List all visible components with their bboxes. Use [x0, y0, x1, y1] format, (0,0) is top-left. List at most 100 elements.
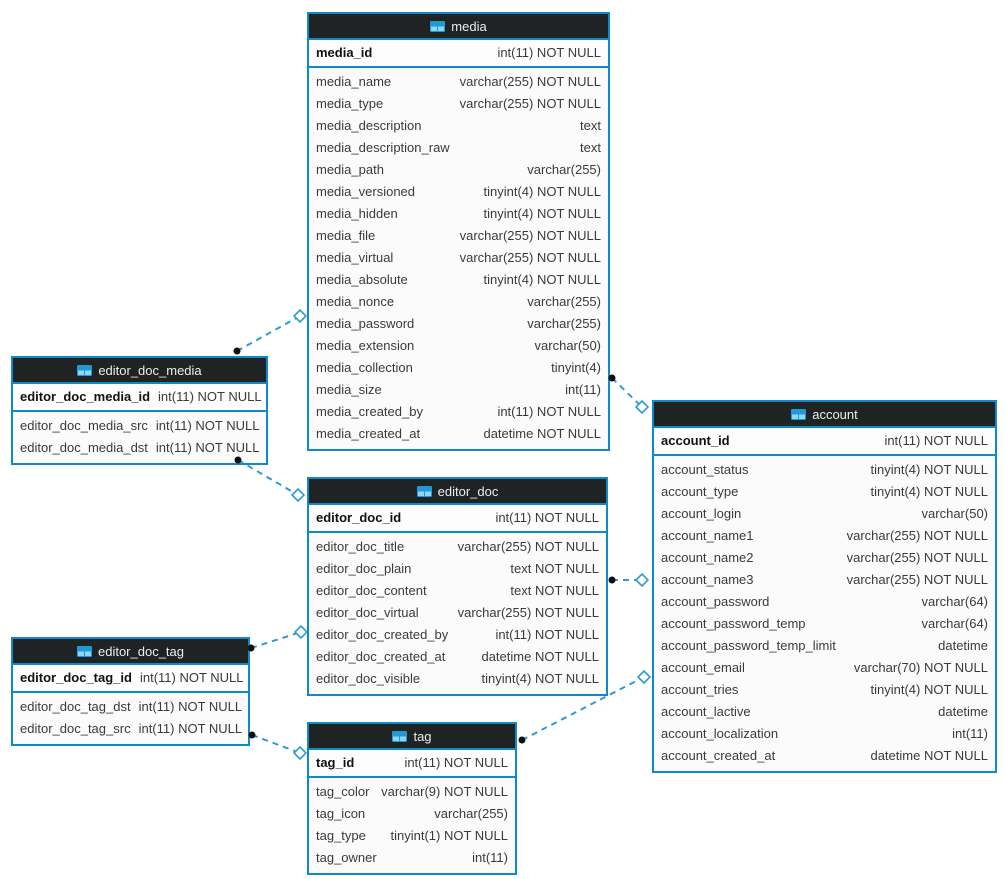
column-type: datetime NOT NULL: [870, 748, 988, 763]
column-type: varchar(50): [921, 506, 988, 521]
column-name: account_password: [661, 594, 770, 609]
table-header[interactable]: tag: [309, 724, 515, 750]
column-type: tinyint(4) NOT NULL: [870, 462, 988, 477]
table-header[interactable]: editor_doc_tag: [13, 639, 248, 665]
table-icon: [791, 408, 807, 420]
table-header[interactable]: account: [654, 402, 995, 428]
column-name: editor_doc_tag_dst: [20, 699, 131, 714]
relationship-editor_doc_media-media[interactable]: [233, 308, 308, 355]
diamond-endpoint-icon: [292, 308, 308, 324]
column-name: account_id: [661, 433, 730, 448]
diamond-endpoint-icon: [634, 572, 650, 588]
column-row: media_virtual varchar(255) NOT NULL: [309, 247, 608, 269]
column-type: int(11) NOT NULL: [155, 418, 260, 433]
column-type: tinyint(4) NOT NULL: [870, 682, 988, 697]
table-editor_doc_tag[interactable]: editor_doc_tag editor_doc_tag_id int(11) N…: [11, 637, 250, 746]
column-name: editor_doc_media_dst: [20, 440, 148, 455]
table-icon: [430, 20, 446, 32]
column-row: editor_doc_created_at datetime NOT NULL: [309, 646, 606, 668]
table-title: editor_doc_tag: [97, 643, 184, 659]
column-type: varchar(9) NOT NULL: [381, 784, 508, 799]
column-name: account_password_temp_limit: [661, 638, 836, 653]
column-type: int(11) NOT NULL: [138, 721, 243, 736]
primary-key-section: account_id int(11) NOT NULL: [654, 428, 995, 456]
column-type: int(11): [472, 850, 508, 865]
relationship-editor_doc_tag-tag[interactable]: [248, 731, 308, 761]
column-type: datetime NOT NULL: [481, 649, 599, 664]
column-name: media_hidden: [316, 206, 398, 221]
column-row: account_created_at datetime NOT NULL: [654, 745, 995, 767]
diamond-endpoint-icon: [636, 669, 652, 685]
column-name: editor_doc_tag_id: [20, 670, 132, 685]
column-name: media_virtual: [316, 250, 394, 265]
column-name: media_created_at: [316, 426, 421, 441]
column-type: datetime NOT NULL: [483, 426, 601, 441]
column-type: varchar(255): [527, 316, 601, 331]
column-name: editor_doc_id: [316, 510, 402, 525]
column-name: account_email: [661, 660, 745, 675]
column-name: account_password_temp: [661, 616, 806, 631]
table-title: tag: [413, 728, 432, 744]
relationship-editor_doc-account[interactable]: [608, 572, 650, 588]
column-name: media_created_by: [316, 404, 423, 419]
diamond-endpoint-icon: [290, 487, 306, 503]
column-name: account_login: [661, 506, 742, 521]
table-header[interactable]: editor_doc_media: [13, 358, 266, 384]
column-name: account_type: [661, 484, 739, 499]
column-name: media_name: [316, 74, 392, 89]
column-name: media_collection: [316, 360, 413, 375]
column-type: varchar(255) NOT NULL: [459, 228, 601, 243]
column-name: editor_doc_created_at: [316, 649, 446, 664]
column-name: account_created_at: [661, 748, 776, 763]
column-type: varchar(255) NOT NULL: [459, 96, 601, 111]
table-header[interactable]: editor_doc: [309, 479, 606, 505]
column-name: tag_id: [316, 755, 355, 770]
column-name: media_description: [316, 118, 422, 133]
table-icon: [77, 364, 93, 376]
column-type: int(11) NOT NULL: [155, 440, 260, 455]
relationship-editor_doc_tag-editor_doc[interactable]: [247, 624, 309, 652]
column-type: varchar(255) NOT NULL: [457, 539, 599, 554]
column-type: datetime: [938, 704, 988, 719]
table-header[interactable]: media: [309, 14, 608, 40]
column-type: int(11): [952, 726, 988, 741]
column-type: varchar(255) NOT NULL: [459, 250, 601, 265]
column-type: int(11) NOT NULL: [884, 433, 988, 448]
column-type: text NOT NULL: [510, 561, 599, 576]
column-name: editor_doc_media_id: [20, 389, 151, 404]
column-type: varchar(50): [534, 338, 601, 353]
column-name: editor_doc_virtual: [316, 605, 419, 620]
table-icon: [392, 730, 408, 742]
column-name: editor_doc_title: [316, 539, 405, 554]
column-name: editor_doc_content: [316, 583, 427, 598]
column-name: account_name1: [661, 528, 754, 543]
table-title: editor_doc: [437, 483, 499, 499]
column-type: varchar(64): [921, 616, 988, 631]
relationship-media-account[interactable]: [608, 374, 650, 415]
column-name: media_absolute: [316, 272, 408, 287]
column-type: varchar(255): [527, 294, 601, 309]
